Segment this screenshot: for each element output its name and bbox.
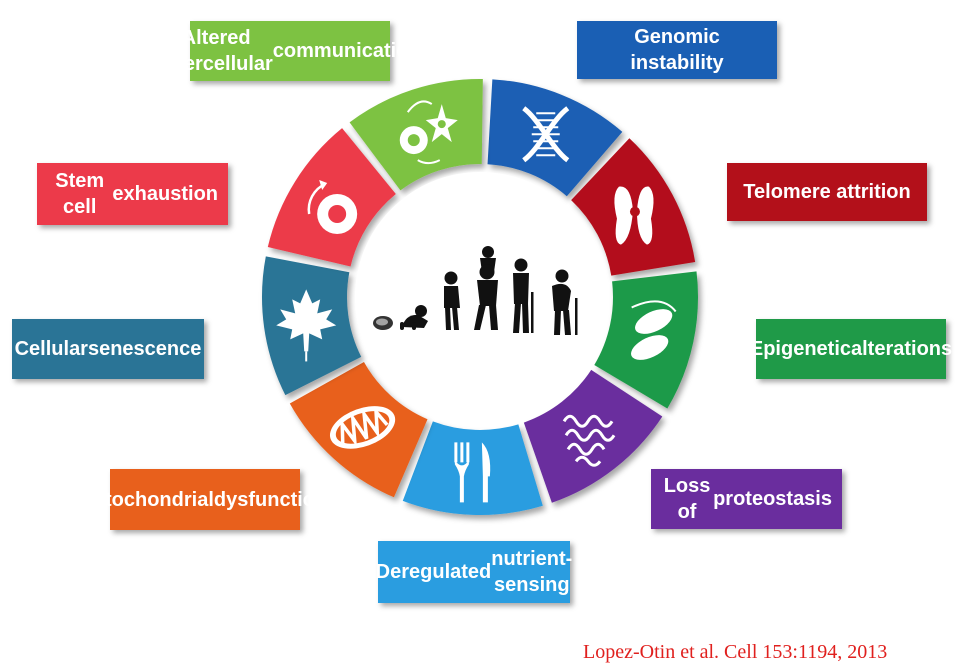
label-line: Telomere attrition [743,181,911,203]
label-line: proteostasis [713,488,832,510]
segment-proteostasis [523,369,663,503]
maple-leaf-icon [276,289,337,362]
stem-cell-exhaustion-label: Stem cell exhaustion [37,163,228,225]
cell-communication-icon [399,100,458,165]
nucleosome-icon [631,300,677,360]
label-line: nutrient-sensing [491,548,573,596]
label-line: Genomic instability [630,26,724,74]
chromosome-icon [614,186,654,245]
label-line: Altered intercellular [159,27,273,75]
label-line: Loss of [663,475,711,523]
label-line: exhaustion [112,183,218,205]
genomic-instability-label: Genomic instability [577,21,777,79]
label-line: communication [272,40,421,62]
telomere-attrition-label: Telomere attrition [727,163,927,221]
aging-stages-icon [373,246,578,335]
segment-telomere [571,138,696,276]
dna-icon [522,106,570,163]
label-line: Epigenetic [749,338,851,360]
citation: Lopez-Otin et al. Cell 153:1194, 2013 [583,641,888,663]
label-line: Mitochondrial [82,488,214,511]
stem-cell-icon [307,179,358,234]
label-line: alterations [851,338,953,360]
label-line: Cellular [14,338,88,360]
label-line: senescence [87,338,202,360]
label-line: dysfunction [213,488,328,511]
segment-genomic [487,79,623,197]
segment-nutrient [402,421,543,515]
fork-knife-icon [454,442,491,503]
center-circle [355,172,605,422]
mitochondrion-icon [329,406,396,449]
label-line: Deregulated [375,561,492,583]
label-line: Stem cell [55,170,105,218]
protein-icon [562,414,616,467]
